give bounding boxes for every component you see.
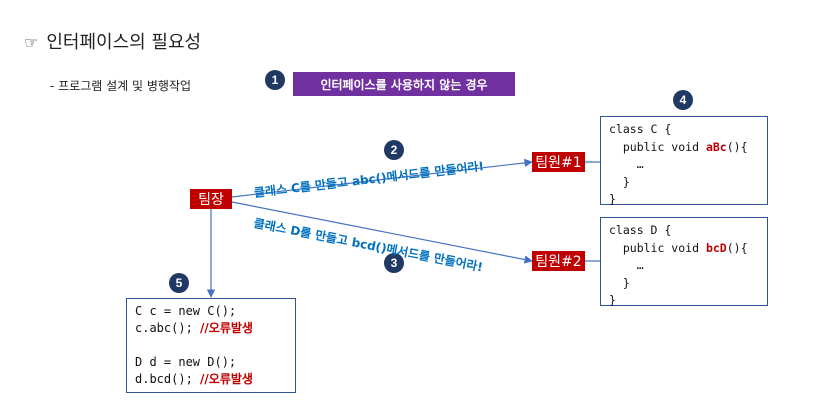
page-title: ☞ 인터페이스의 필요성: [24, 28, 201, 54]
code-text: (){: [726, 240, 748, 255]
method-name-highlight: bcD: [705, 240, 727, 255]
error-comment: //오류발생: [200, 321, 253, 335]
code-line: [135, 337, 287, 354]
code-line: C c = new C();: [135, 304, 237, 318]
code-line: }: [609, 192, 616, 206]
class-c-code: class C { public void aBc(){ … }}: [600, 116, 768, 206]
arrow-leader-to-member2: [231, 201, 533, 264]
code-text: c.abc();: [135, 321, 201, 335]
code-line: D d = new D();: [135, 355, 237, 369]
no-interface-label: 인터페이스를 사용하지 않는 경우: [293, 72, 515, 96]
method-name-highlight: aBc: [705, 139, 727, 154]
error-comment: //오류발생: [200, 372, 253, 386]
code-line: public void aBc(){: [609, 139, 759, 157]
step-badge-2: 2: [384, 140, 404, 160]
code-text: d.bcd();: [135, 372, 201, 386]
code-line: …: [609, 258, 644, 272]
code-line: }: [609, 293, 616, 307]
step-badge-1: 1: [265, 70, 285, 90]
code-text: (){: [726, 139, 748, 154]
role-member1: 팀원#1: [532, 152, 585, 172]
class-d-code: class D { public void bcD(){ … }}: [600, 217, 768, 307]
code-text: public void: [609, 139, 706, 154]
usage-code: C c = new C(); c.abc(); //오류발생 D d = new …: [126, 298, 296, 393]
code-line: c.abc(); //오류발생: [135, 320, 287, 337]
step-badge-3: 3: [384, 253, 404, 273]
code-line: public void bcD(){: [609, 240, 759, 258]
step-badge-5: 5: [169, 273, 189, 293]
code-line: d.bcd(); //오류발생: [135, 371, 287, 388]
code-line: }: [609, 275, 630, 290]
role-member2: 팀원#2: [532, 251, 585, 271]
page-title-text: 인터페이스의 필요성: [46, 32, 202, 53]
step-badge-4: 4: [673, 90, 693, 110]
code-line: …: [609, 157, 644, 171]
code-line: }: [609, 174, 630, 189]
pointing-hand-icon: ☞: [24, 33, 39, 52]
arrow-leader-to-member1: [231, 158, 533, 198]
subheading: - 프로그램 설계 및 병행작업: [50, 79, 192, 93]
code-line: class C {: [609, 122, 672, 136]
role-leader: 팀장: [190, 189, 232, 209]
code-text: public void: [609, 240, 706, 255]
code-line: class D {: [609, 223, 672, 237]
